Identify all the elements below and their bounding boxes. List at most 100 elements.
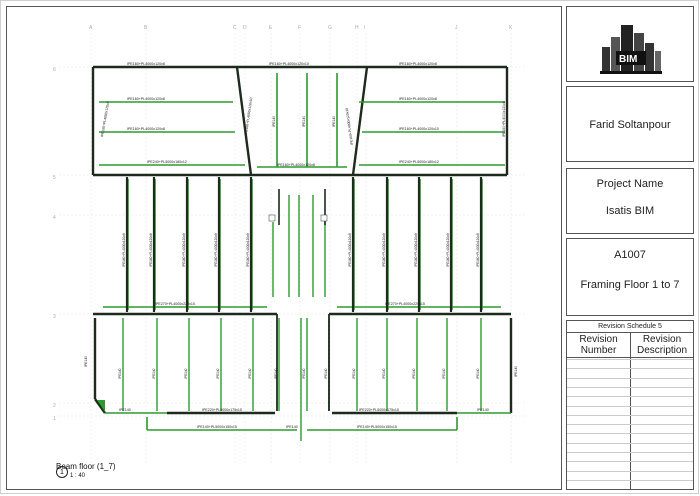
grid-row-labels: 6 5 4 3 2 1 [53, 67, 56, 422]
beam-label: IPE140+PL5000x150x15 [197, 425, 237, 429]
beam-label: IPE160+PL4000x120x8 [399, 62, 437, 66]
view-scale: 1 : 40 [70, 473, 86, 479]
joist-label: IPE160+PL4000x120x8 [246, 233, 250, 267]
joist-label: IPE140 [248, 368, 252, 379]
project-label: Project Name [596, 178, 664, 190]
beam-label: IPE270+PL4000x220x15 [385, 302, 425, 306]
joists-lower-band [122, 314, 482, 441]
revision-row [567, 359, 693, 360]
revision-schedule-title: Revision Schedule 5 [598, 323, 662, 330]
revision-row [567, 368, 693, 370]
revision-row [567, 433, 693, 435]
joists-middle-band [125, 177, 483, 312]
revision-description-header: Revision Description [636, 334, 688, 356]
joist-label: IPE140 [184, 368, 188, 379]
revision-row [567, 414, 693, 416]
beam-label: IPE160+PL4000x120x10 [399, 127, 439, 131]
joist-label: IPE160+PL4000x120x8 [214, 233, 218, 267]
primary-beams [91, 65, 513, 415]
grid-label-k: K [509, 25, 513, 31]
grid-label-5: 5 [53, 175, 56, 181]
beam-label: IPE140+PL5000x150x15 [357, 425, 397, 429]
beam-label: IPE160+PL4000x120x8 [277, 163, 315, 167]
grid-label-d: D [243, 25, 247, 31]
beam-label: IPE140 [272, 116, 276, 127]
joist-label: IPE160+PL4000x120x8 [476, 233, 480, 267]
grid-label-6: 6 [53, 67, 56, 73]
corner-plate [97, 400, 105, 412]
framing-plan: A B C D E F G H I J K 6 5 4 3 2 1 [53, 25, 527, 465]
project-name: Isatis BIM [605, 205, 655, 217]
sheet-cell: A1007 Framing Floor 1 to 7 [566, 238, 694, 316]
joist-label: IPE140 [152, 368, 156, 379]
revision-row [567, 424, 693, 426]
joist-label: IPE140 [324, 368, 328, 379]
joist-label: IPE140 [382, 368, 386, 379]
revision-row [567, 405, 693, 407]
beam-label: IPE140 [514, 366, 518, 377]
beam-label: IPE140 [84, 356, 88, 367]
grid-column-labels: A B C D E F G H I J K [89, 25, 513, 31]
author-cell: Farid Soltanpour [566, 86, 694, 162]
joist-label: IPE140 [412, 368, 416, 379]
grid-label-f: F [298, 25, 301, 31]
beam-label: IPE160+PL4000x120x8 [100, 101, 110, 137]
grid-label-4: 4 [53, 215, 56, 221]
joist-label: IPE160+PL4000x120x8 [382, 233, 386, 267]
revision-row [567, 377, 693, 379]
grid-label-c: C [233, 25, 237, 31]
beam-label: IPE140 [332, 116, 336, 127]
logo-text: BIM [619, 54, 637, 65]
grid-label-2: 2 [53, 403, 56, 409]
revision-row [567, 386, 693, 388]
grid-label-a: A [89, 25, 93, 31]
beam-label: IPE160+PL4000x120x8 [127, 62, 165, 66]
beam-label: IPE160+PL4000x120x8 [502, 101, 506, 137]
revision-row [567, 461, 693, 463]
revision-row [567, 396, 693, 398]
beam-label: IPE240+PL5000x180x12 [399, 160, 439, 164]
beam-label: IPE220+PL5000x175x15 [359, 408, 399, 412]
logo-cell: BIM [566, 6, 694, 82]
company-logo: BIM [596, 17, 666, 77]
revision-row [567, 470, 693, 472]
beam-label: IPE160+PL4000x120x8 [127, 127, 165, 131]
drawing-area: A B C D E F G H I J K 6 5 4 3 2 1 [6, 6, 562, 490]
revision-number-header: Revision Number [579, 334, 618, 356]
joist-label: IPE160+PL4000x120x8 [414, 233, 418, 267]
joist-label: IPE160+PL4000x120x8 [446, 233, 450, 267]
beam-label: IPE140 [302, 116, 306, 127]
beam-label: IPE160+PL4000x120x8 [399, 97, 437, 101]
vertical-beam-labels: IPE160+PL4000x120x8 IPE160+PL4000x120x10… [84, 97, 518, 377]
joist-label: IPE140 [302, 368, 306, 379]
joist-label: IPE160+PL4000x120x8 [149, 233, 153, 267]
title-block: BIM Farid Soltanpour Project Name Isatis… [566, 6, 694, 490]
beam-label: IPE160+PL4000x120x10 [244, 97, 253, 135]
beam-label: IPE140 [119, 408, 131, 412]
view-title: Beam floor (1_7) [56, 462, 116, 471]
joist-label: IPE140 [118, 368, 122, 379]
joist-label: IPE140 [476, 368, 480, 379]
joist-label: IPE160+PL4000x120x8 [182, 233, 186, 267]
beam-label: IPE220+PL5000x175x15 [202, 408, 242, 412]
grid-label-1: 1 [53, 416, 56, 422]
grid-label-i: I [364, 25, 365, 31]
revision-row [567, 452, 693, 453]
joist-label: IPE140 [274, 368, 278, 379]
beam-label: IPE240+PL5000x180x12 [147, 160, 187, 164]
beam-label: IPE270+PL4000x220x15 [155, 302, 195, 306]
grid-label-e: E [269, 25, 273, 31]
joist-label: IPE140 [442, 368, 446, 379]
joist-label: IPE140 [216, 368, 220, 379]
grid-label-b: B [144, 25, 148, 31]
grid-label-3: 3 [53, 314, 56, 320]
joist-label: IPE160+PL4000x120x8 [122, 233, 126, 267]
beam-label: IPE140 [286, 425, 298, 429]
sheet-name: Framing Floor 1 to 7 [580, 279, 680, 291]
author-name: Farid Soltanpour [589, 119, 671, 131]
grid-label-h: H [355, 25, 359, 31]
beam-label: IPE160+PL4000x120x10 [345, 108, 354, 146]
